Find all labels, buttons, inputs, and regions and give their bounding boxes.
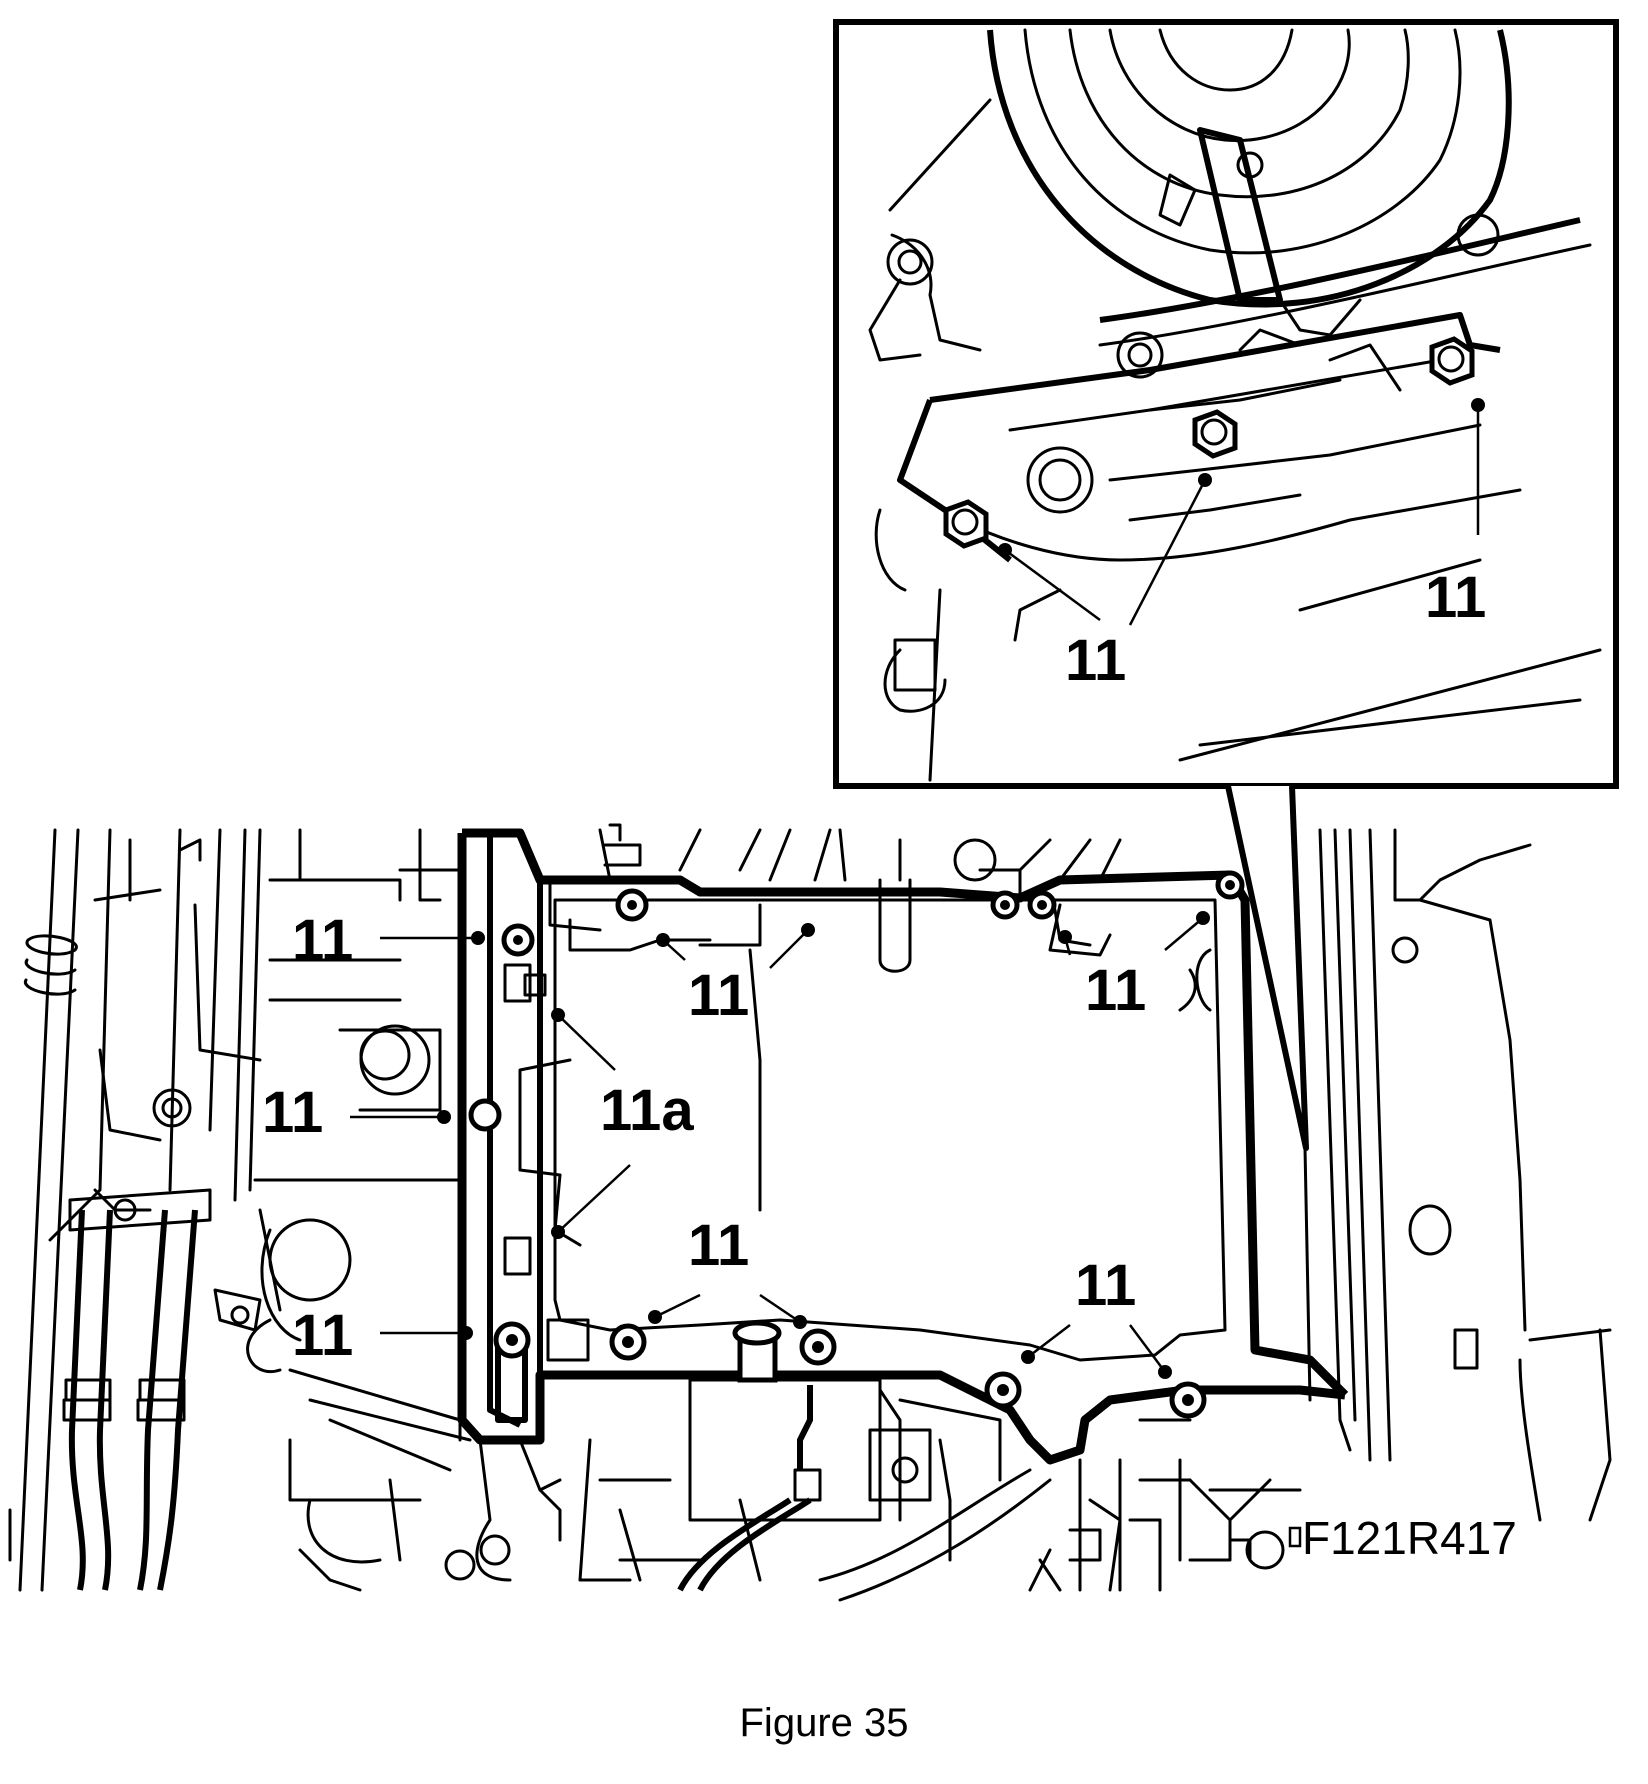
drawing-code: F121R417 (1302, 1512, 1517, 1564)
inset-label-11: 11 (1425, 565, 1486, 630)
main-label-11-top-left: 11 (292, 908, 353, 973)
main-label-11-bottom-left: 11 (292, 1303, 353, 1368)
main-bolt (493, 1321, 531, 1423)
right-side-frame (1303, 828, 1612, 1522)
main-bolt (990, 890, 1020, 920)
main-engine-view: 11 11 11 11 11 11 11 11a (8, 823, 1612, 1602)
main-bolt (615, 888, 649, 922)
inset-bolt (1429, 336, 1475, 386)
leader-lines (350, 911, 1210, 1379)
main-bolt (984, 1371, 1022, 1409)
main-bolt (609, 1323, 647, 1361)
main-bolt (732, 1320, 782, 1383)
main-bolt (799, 1328, 837, 1366)
inset-detail-view: 11 11 (833, 19, 1619, 1151)
main-bolt (468, 1098, 502, 1132)
top-edge-details (548, 823, 1122, 973)
figure-caption: Figure 35 (740, 1701, 909, 1745)
main-bolt (1215, 870, 1245, 900)
inset-bolt (943, 499, 989, 549)
main-bolt (1027, 890, 1057, 920)
main-bolt (501, 923, 535, 957)
inset-frame (833, 19, 1619, 789)
main-label-11-top-right: 11 (1085, 958, 1146, 1023)
inset-oil-pan-flange (868, 278, 1602, 782)
main-label-11a: 11a (600, 1078, 694, 1143)
inset-bolt (1192, 409, 1238, 459)
main-label-11-top-center: 11 (688, 963, 749, 1028)
bottom-components (444, 1378, 1302, 1602)
drawing-code-marker (1288, 1526, 1302, 1548)
main-label-11-bottom-center: 11 (688, 1213, 749, 1278)
main-bolt (1169, 1381, 1207, 1419)
inset-label-11: 11 (1065, 628, 1126, 693)
oil-pan-outline (457, 828, 1349, 1465)
inset-pointer (1225, 785, 1309, 1151)
left-components (8, 828, 472, 1592)
main-label-11-bottom-right: 11 (1075, 1253, 1136, 1318)
main-label-11-mid-left: 11 (262, 1080, 323, 1145)
